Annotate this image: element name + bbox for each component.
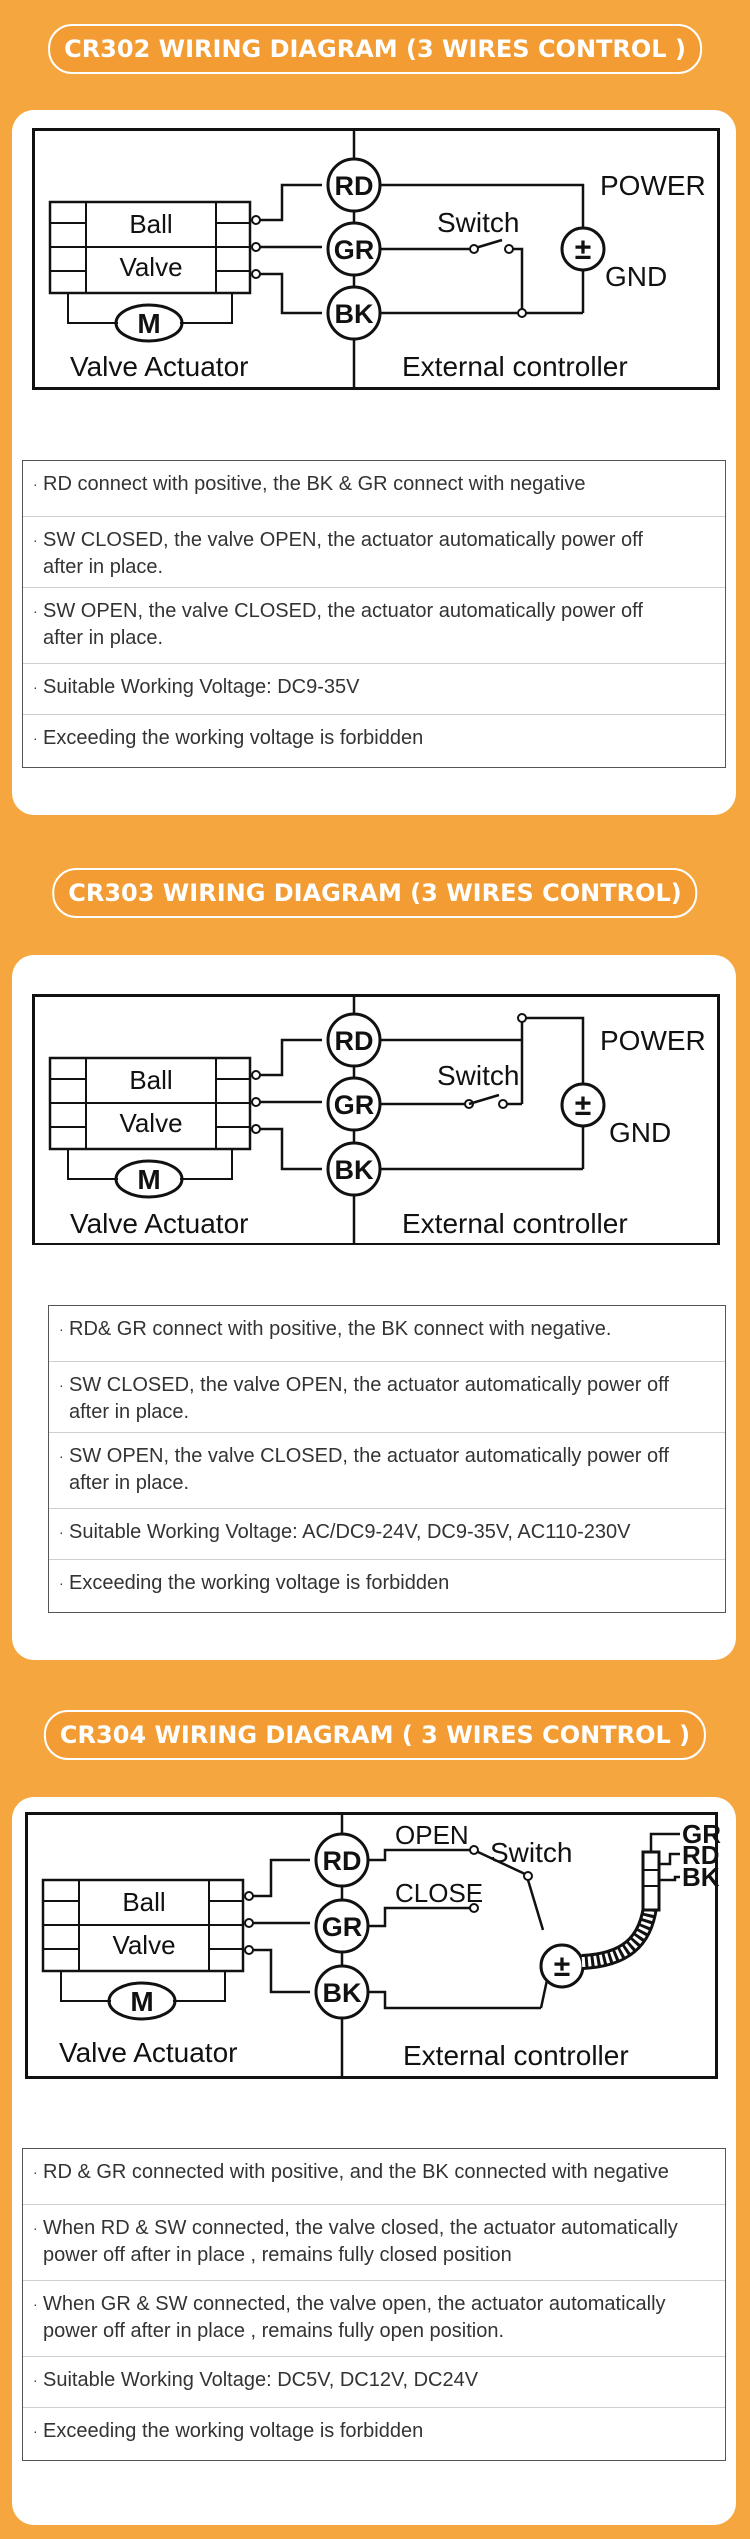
svg-text:RD: RD [335, 171, 374, 201]
diagram-frame [25, 1812, 718, 2079]
wiring-diagram-cr302: Ball Valve M Valve Actuator External con… [32, 128, 722, 400]
svg-text:BK: BK [323, 1978, 362, 2008]
motor-label: M [137, 1164, 160, 1195]
note-item: ·When GR & SW connected, the valve open,… [23, 2281, 725, 2357]
note-item: ·SW CLOSED, the valve OPEN, the actuator… [23, 517, 725, 588]
note-item: ·Suitable Working Voltage: DC9-35V [23, 664, 725, 715]
wiring-diagram-cr303: Ball Valve M Valve Actuator External con… [32, 973, 722, 1245]
diagram-svg-cr304: Ball Valve M Valve Actuator External con… [25, 1812, 721, 2079]
svg-text:RD: RD [335, 1026, 374, 1056]
diagram-svg-cr303: Ball Valve M Valve Actuator External con… [32, 994, 720, 1245]
valve-label-ball: Ball [129, 209, 172, 239]
switch-lever [468, 1093, 500, 1106]
valve-label-valve: Valve [119, 1108, 182, 1138]
note-item: ·SW OPEN, the valve CLOSED, the actuator… [23, 588, 725, 664]
section-title-cr303: CR303 WIRING DIAGRAM (3 WIRES CONTROL) [52, 868, 698, 918]
note-item: ·SW OPEN, the valve CLOSED, the actuator… [49, 1433, 725, 1509]
svg-text:GR: GR [322, 1912, 363, 1942]
switch-lever [477, 1850, 526, 1876]
power-source-symbol [560, 1082, 606, 1128]
plug-label-rd: RD [682, 1840, 720, 1870]
svg-text:±: ± [575, 1089, 591, 1122]
section-title-cr304: CR304 WIRING DIAGRAM ( 3 WIRES CONTROL ) [43, 1710, 707, 1760]
svg-text:BK: BK [335, 299, 374, 329]
card-cr302: Ball Valve M Valve Actuator External con… [12, 110, 736, 815]
note-item: ·RD connect with positive, the BK & GR c… [23, 461, 725, 517]
svg-text:±: ± [554, 1950, 570, 1983]
caption-valve-actuator: Valve Actuator [59, 2037, 237, 2068]
svg-text:GR: GR [334, 235, 375, 265]
svg-text:±: ± [575, 233, 591, 266]
wiring-diagram-cr304: Ball Valve M Valve Actuator External con… [25, 1812, 730, 2092]
note-item: ·When RD & SW connected, the valve close… [23, 2205, 725, 2281]
diagram-frame [32, 128, 720, 390]
power-label: POWER [600, 1025, 706, 1056]
valve-label-valve: Valve [112, 1930, 175, 1960]
note-item: ·Exceeding the working voltage is forbid… [33, 727, 424, 750]
valve-label-ball: Ball [122, 1887, 165, 1917]
note-item: ·SW CLOSED, the valve OPEN, the actuator… [49, 1362, 725, 1433]
svg-text:GR: GR [334, 1090, 375, 1120]
note-item: ·RD & GR connected with positive, and th… [23, 2149, 725, 2205]
gnd-label: GND [605, 261, 667, 292]
switch-label: Switch [437, 1060, 519, 1091]
card-cr303: Ball Valve M Valve Actuator External con… [12, 955, 736, 1660]
switch-label: Switch [437, 207, 519, 238]
power-source-symbol [560, 226, 606, 272]
caption-external-controller: External controller [402, 1208, 628, 1239]
caption-external-controller: External controller [403, 2040, 629, 2071]
valve-label-ball: Ball [129, 1065, 172, 1095]
gnd-label: GND [609, 1117, 671, 1148]
diagram-frame [32, 994, 720, 1245]
note-item: ·Exceeding the working voltage is forbid… [59, 1572, 450, 1595]
caption-valve-actuator: Valve Actuator [70, 1208, 248, 1239]
plug-label-bk: BK [682, 1862, 720, 1892]
power-label: POWER [600, 170, 706, 201]
plug-label-gr: GR [682, 1819, 721, 1849]
svg-text:RD: RD [323, 1846, 362, 1876]
caption-valve-actuator: Valve Actuator [70, 351, 248, 382]
note-item: ·RD& GR connect with positive, the BK co… [49, 1306, 725, 1362]
close-label: CLOSE [395, 1878, 483, 1908]
notes-cr302: ·RD connect with positive, the BK & GR c… [22, 460, 726, 768]
motor-symbol [114, 303, 184, 343]
motor-label: M [130, 1986, 153, 2017]
note-item: ·Exceeding the working voltage is forbid… [33, 2420, 424, 2443]
motor-label: M [137, 308, 160, 339]
motor-symbol [107, 1981, 177, 2021]
note-item: ·Suitable Working Voltage: AC/DC9-24V, D… [49, 1509, 725, 1560]
section-title-cr302: CR302 WIRING DIAGRAM (3 WIRES CONTROL ) [48, 24, 702, 74]
note-item: ·Suitable Working Voltage: DC5V, DC12V, … [23, 2357, 725, 2408]
plug-connector [641, 1850, 661, 1912]
diagram-svg-cr302: Ball Valve M Valve Actuator External con… [32, 128, 720, 390]
open-label: OPEN [395, 1820, 469, 1850]
notes-cr303: ·RD& GR connect with positive, the BK co… [48, 1305, 726, 1613]
motor-symbol [114, 1159, 184, 1199]
svg-text:BK: BK [335, 1155, 374, 1185]
notes-cr304: ·RD & GR connected with positive, and th… [22, 2148, 726, 2461]
caption-external-controller: External controller [402, 351, 628, 382]
valve-label-valve: Valve [119, 252, 182, 282]
switch-label: Switch [490, 1837, 572, 1868]
card-cr304: Ball Valve M Valve Actuator External con… [12, 1797, 736, 2525]
